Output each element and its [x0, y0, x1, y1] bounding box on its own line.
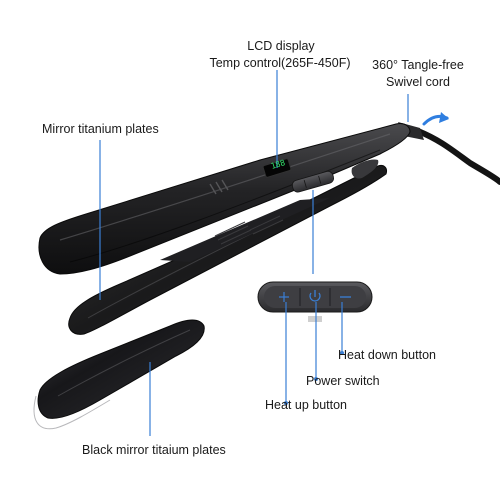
callout-tangle-free: 360° Tangle-free	[372, 58, 464, 72]
callout-power-switch: Power switch	[306, 374, 380, 388]
callout-heat-up: Heat up button	[265, 398, 348, 412]
swivel-cord	[415, 128, 500, 185]
callout-heat-down: Heat down button	[338, 348, 436, 362]
detached-plate	[37, 319, 205, 419]
heat-up-icon	[279, 292, 289, 302]
heating-plate-gap	[160, 198, 330, 262]
grip-ridges	[209, 179, 229, 195]
callout-lcd-display: LCD display	[247, 39, 315, 53]
callout-swivel-cord: Swivel cord	[386, 75, 450, 89]
callout-temp-control: Temp control(265F-450F)	[209, 56, 351, 70]
upper-arm	[38, 123, 411, 275]
callout-lines	[99, 70, 409, 436]
power-icon	[309, 290, 321, 302]
body-control-cluster	[291, 170, 335, 193]
callout-mirror-plates: Mirror titanium plates	[42, 122, 159, 136]
rear-button	[351, 159, 379, 179]
swivel-arrow-icon	[422, 112, 449, 126]
callout-black-mirror-plates: Black mirror titaium plates	[82, 443, 226, 457]
